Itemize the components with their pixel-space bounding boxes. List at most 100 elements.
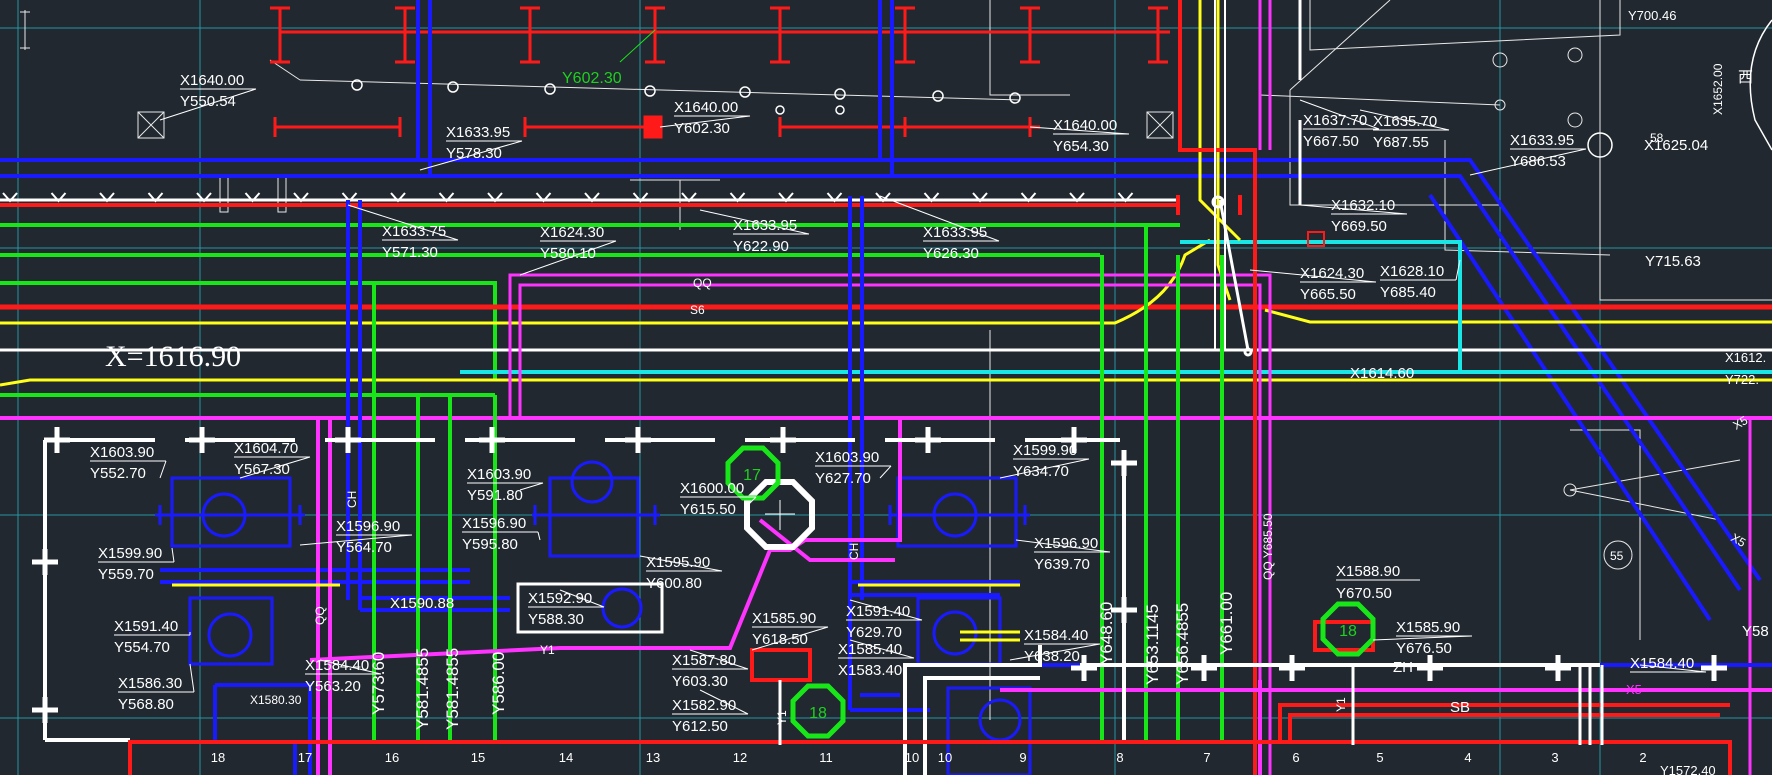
svg-text:X1628.10: X1628.10 xyxy=(1380,263,1444,280)
grid-number: 2 xyxy=(1639,750,1646,765)
vertical-coordinate: Y661.00 xyxy=(1217,592,1236,655)
v-tick xyxy=(390,192,406,203)
selected-label-box[interactable] xyxy=(516,582,664,634)
v-tick xyxy=(681,192,697,203)
svg-text:X1624.30: X1624.30 xyxy=(1300,265,1364,282)
v-tick xyxy=(778,192,794,203)
coordinate-labels: X1640.00Y550.54X1633.95Y578.30X1640.00Y6… xyxy=(90,72,1707,735)
svg-text:X1585.90: X1585.90 xyxy=(752,610,816,627)
svg-text:Y571.30: Y571.30 xyxy=(382,244,438,261)
v-tick xyxy=(584,192,600,203)
svg-text:X1596.90: X1596.90 xyxy=(1034,535,1098,552)
svg-text:Y667.50: Y667.50 xyxy=(1303,133,1359,150)
pipe-cross xyxy=(770,427,796,453)
grid-number: 15 xyxy=(471,750,485,765)
pipe-cross xyxy=(32,549,58,575)
grid-number: 16 xyxy=(385,750,399,765)
svg-text:X1624.30: X1624.30 xyxy=(540,224,604,241)
marker-17: 17 xyxy=(743,467,761,484)
label-y700: Y700.46 xyxy=(1628,8,1676,23)
vertical-coordinate: Y656.4855 xyxy=(1173,603,1192,685)
v-tick xyxy=(196,192,212,203)
v-tick xyxy=(50,192,67,203)
label-y670: Y670.50 xyxy=(1336,585,1392,602)
svg-text:X1603.90: X1603.90 xyxy=(467,466,531,483)
svg-text:X1599.90: X1599.90 xyxy=(98,545,162,562)
label-x1625: X1625.04 xyxy=(1644,137,1708,154)
v-tick xyxy=(147,192,164,203)
svg-text:Y563.20: Y563.20 xyxy=(305,678,361,695)
svg-text:Y588.30: Y588.30 xyxy=(528,611,584,628)
top-line-nodes xyxy=(351,79,1021,115)
grid-number: 10 xyxy=(905,750,919,765)
svg-text:X1584.40: X1584.40 xyxy=(1630,655,1694,672)
svg-text:X1637.70: X1637.70 xyxy=(1303,112,1367,129)
v-tick xyxy=(487,192,503,203)
svg-text:Y629.70: Y629.70 xyxy=(846,624,902,641)
svg-text:Y600.80: Y600.80 xyxy=(646,575,702,592)
svg-text:Y669.50: Y669.50 xyxy=(1331,218,1387,235)
vertical-coordinate: Y573.60 xyxy=(369,652,388,715)
label-x1572: Y1572.40 xyxy=(1660,763,1716,775)
v-tick xyxy=(972,192,988,203)
svg-text:Y591.80: Y591.80 xyxy=(467,487,523,504)
svg-text:Y685.40: Y685.40 xyxy=(1380,284,1436,301)
svg-text:X1633.95: X1633.95 xyxy=(1510,132,1574,149)
vertical-coordinate: Y581.4855 xyxy=(413,648,432,730)
svg-text:X1603.90: X1603.90 xyxy=(90,444,154,461)
pipe-label-qq3: QQ Y685.50 xyxy=(1261,513,1275,580)
svg-text:X1632.10: X1632.10 xyxy=(1331,197,1395,214)
v-tick xyxy=(2,192,18,203)
v-tick xyxy=(1117,192,1134,203)
blue-verticals xyxy=(160,0,1772,775)
svg-text:Y568.80: Y568.80 xyxy=(118,696,174,713)
svg-text:Y676.50: Y676.50 xyxy=(1396,640,1452,657)
marker-18b: 18 xyxy=(1339,623,1357,640)
svg-text:Y612.50: Y612.50 xyxy=(672,718,728,735)
label-west: 西 xyxy=(1738,69,1753,86)
label-y715: Y715.63 xyxy=(1645,253,1701,270)
svg-text:X1599.90: X1599.90 xyxy=(1013,442,1077,459)
label-x1580: X1580.30 xyxy=(250,693,302,707)
pipe-cross xyxy=(189,427,215,453)
svg-text:X1596.90: X1596.90 xyxy=(462,515,526,532)
pipe-label-qq: QQ xyxy=(693,276,712,290)
grid-number: 11 xyxy=(819,750,833,765)
green-markers[interactable] xyxy=(725,445,1376,739)
grid-number: 14 xyxy=(559,750,573,765)
svg-text:X1591.40: X1591.40 xyxy=(114,618,178,635)
svg-text:X1583.40: X1583.40 xyxy=(838,662,902,679)
pipe-cross xyxy=(1191,655,1217,681)
grid-number: 3 xyxy=(1551,750,1558,765)
pipe-cross xyxy=(1111,450,1137,476)
v-tick xyxy=(244,192,261,203)
v-tick xyxy=(923,192,940,203)
main-axis-label: X=1616.90 xyxy=(105,340,241,373)
pipe-label-zh: ZH xyxy=(1393,659,1413,676)
svg-text:Y627.70: Y627.70 xyxy=(815,470,871,487)
label-y722: Y722. xyxy=(1725,372,1759,387)
pipe-label-x5c: X5 xyxy=(1729,530,1749,550)
junction-octagon[interactable] xyxy=(744,479,815,550)
vertical-coordinate: Y581.4855 xyxy=(443,648,462,730)
selected-node xyxy=(601,587,643,629)
pipe-cross xyxy=(625,427,651,453)
svg-text:Y578.30: Y578.30 xyxy=(446,145,502,162)
